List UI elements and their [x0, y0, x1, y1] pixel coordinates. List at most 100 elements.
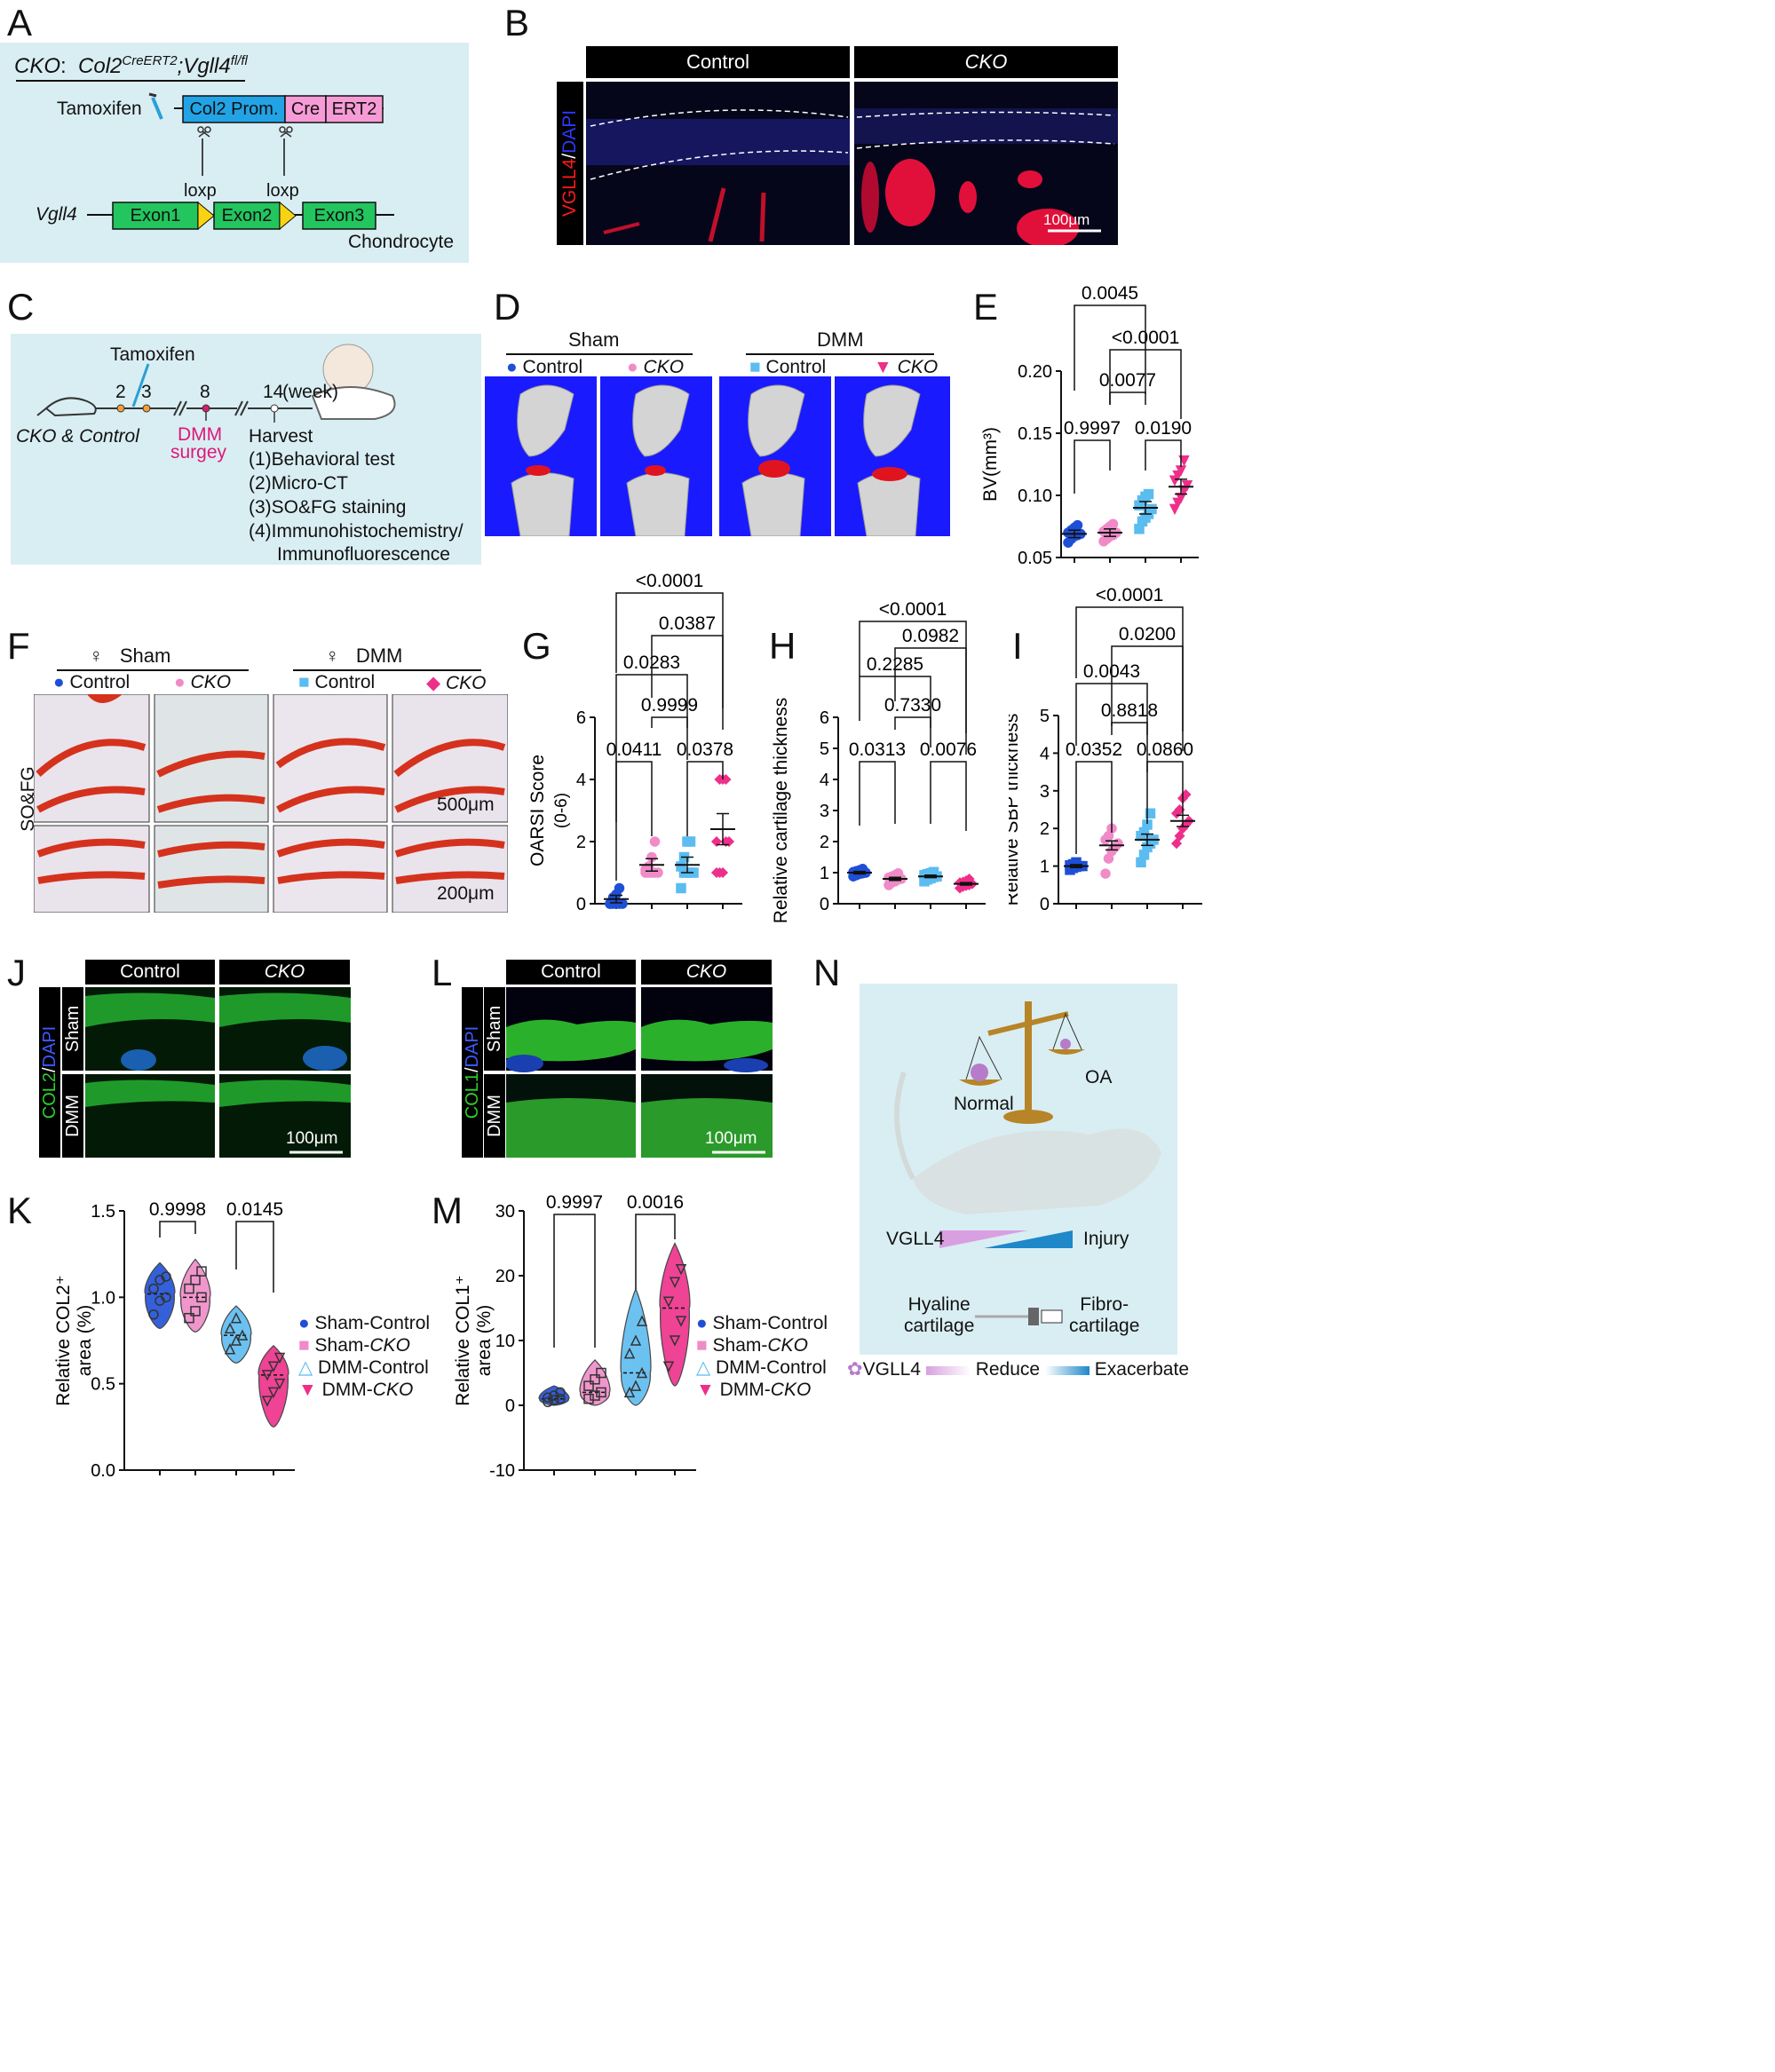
p-value-label: 0.0016: [627, 1192, 684, 1213]
data-point: [555, 1393, 566, 1404]
significance-bracket: [1111, 722, 1148, 735]
violin-body: [258, 1345, 289, 1427]
data-point: [662, 1361, 675, 1372]
rat-illustration: [894, 1072, 1161, 1214]
l-sham-label: Sham: [484, 987, 505, 1071]
loxp-label-2: loxp: [266, 181, 299, 201]
y-axis-label: Relative SBP thickness: [1009, 714, 1022, 906]
n-fibro-label: Fibro-cartilage: [1069, 1294, 1140, 1336]
d-legend-control-dmm: ■ Control: [749, 357, 827, 377]
f-legend-cko-dmm: ◆ CKO: [426, 673, 487, 693]
data-point: [617, 898, 628, 909]
j-header-cko: CKO: [219, 960, 350, 985]
genotype-col2: Col2: [78, 54, 123, 78]
b-fluorescence-images: [586, 82, 1118, 245]
p-value-label: 0.0387: [659, 613, 716, 634]
y-tick-label: 0: [505, 1396, 515, 1416]
c-dmm: DMM: [178, 424, 223, 445]
k-legend: ● Sham-Control ■ Sham-CKO △ DMM-Control …: [298, 1312, 430, 1401]
data-point: [596, 1387, 606, 1398]
d-microct-images: [485, 376, 950, 536]
j-scale-bar-label: 100μm: [286, 1129, 338, 1148]
panel-label-f: F: [7, 625, 30, 667]
data-point: [623, 1347, 636, 1359]
significance-bracket: [159, 1221, 196, 1238]
n-legend-exacerbate: Exacerbate: [1094, 1359, 1189, 1380]
data-point: [224, 1322, 236, 1334]
f-sham-rule: [57, 669, 249, 671]
data-point: [723, 835, 735, 848]
data-point: [230, 1334, 242, 1346]
cartilage-transition-arrow: [975, 1308, 1063, 1325]
p-value-label: 0.0200: [1119, 624, 1176, 645]
panel-label-j: J: [7, 952, 26, 993]
data-point: [596, 1367, 606, 1379]
significance-bracket: [553, 1214, 596, 1348]
panel-label-a: A: [7, 2, 33, 43]
data-point: [676, 882, 686, 894]
c-groups: CKO & Control: [16, 426, 139, 447]
y-tick-label: 0.05: [1018, 549, 1052, 568]
microct-knee-images: [485, 376, 950, 536]
data-point: [590, 1390, 600, 1401]
data-point: [1100, 868, 1111, 879]
y-tick-label: 10: [495, 1332, 515, 1351]
y-tick-label: 6: [820, 708, 829, 728]
syringe-icon: [131, 363, 150, 407]
n-legend-vgll4-icon: ✿: [847, 1359, 863, 1380]
f-scale-500: 500μm: [437, 795, 495, 815]
y-tick-label: 1: [1040, 858, 1050, 877]
c-step-1: (1)Behavioral test: [249, 449, 395, 470]
n-normal-label: Normal: [954, 1094, 1014, 1114]
l-header-cko: CKO: [641, 960, 772, 985]
loxp-triangle-2: [279, 201, 297, 231]
data-point: [1072, 519, 1083, 531]
l-scale-bar-label: 100μm: [705, 1129, 757, 1148]
y-axis-label-sub: area (%): [75, 1305, 95, 1377]
f-legend-cko-sham: ● CKO: [174, 672, 232, 692]
b-header-cko: CKO: [854, 46, 1118, 78]
data-point: [190, 1275, 201, 1285]
p-value-label: <0.0001: [636, 571, 704, 591]
n-oa-label: OA: [1085, 1067, 1113, 1087]
data-point: [623, 1386, 636, 1398]
data-point: [710, 835, 723, 848]
y-tick-label: 1: [820, 864, 829, 883]
safranin-o-images: [34, 694, 508, 913]
panel-label-h: H: [769, 625, 796, 667]
y-tick-label: 3: [1040, 782, 1050, 802]
loxp-label-1: loxp: [184, 181, 217, 201]
balance-scale-icon: [959, 1001, 1085, 1124]
y-tick-label: 5: [1040, 707, 1050, 726]
data-point: [636, 1366, 648, 1379]
data-point: [1146, 503, 1157, 515]
pipette-icon: [148, 92, 163, 120]
p-value-label: <0.0001: [1096, 585, 1164, 605]
significance-bracket: [1146, 761, 1184, 824]
p-value-label: 0.0077: [1099, 370, 1156, 391]
p-value-label: 0.9998: [149, 1199, 206, 1220]
d-dmm-rule: [746, 353, 934, 355]
c-week-14: 14: [263, 382, 284, 402]
f-legend-control-dmm: ■ Control: [298, 672, 376, 692]
y-tick-label: -10: [489, 1461, 515, 1481]
data-point: [549, 1395, 559, 1405]
violin-body: [144, 1261, 176, 1329]
data-point: [669, 1335, 681, 1347]
data-point: [196, 1292, 207, 1303]
data-point: [630, 1334, 642, 1346]
data-point: [583, 1393, 594, 1404]
y-tick-label: 2: [576, 833, 586, 852]
y-tick-label: 4: [820, 771, 829, 790]
significance-bracket: [686, 761, 724, 836]
f-histology-images: [34, 694, 508, 913]
y-tick-label: 0.5: [91, 1375, 115, 1395]
significance-bracket: [1109, 391, 1146, 405]
panel-label-e: E: [973, 286, 999, 328]
y-tick-label: 0: [820, 895, 829, 914]
p-value-label: 0.0145: [226, 1199, 283, 1220]
vgll4-injury-gradient: [939, 1230, 1073, 1248]
f-scale-200: 200μm: [437, 883, 495, 904]
